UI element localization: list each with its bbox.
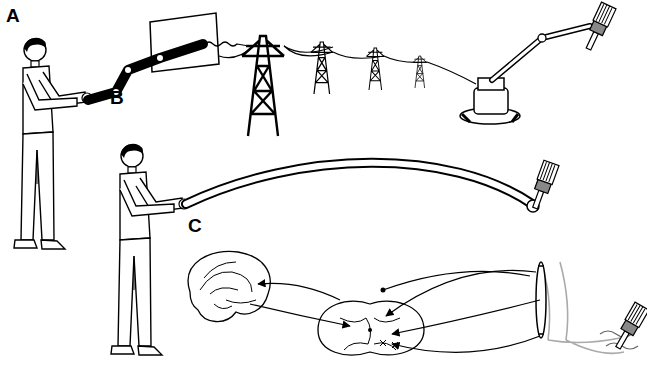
panel-letter: C (188, 216, 202, 235)
panel-letter: A (6, 6, 20, 25)
panel-letter: B (110, 88, 124, 107)
